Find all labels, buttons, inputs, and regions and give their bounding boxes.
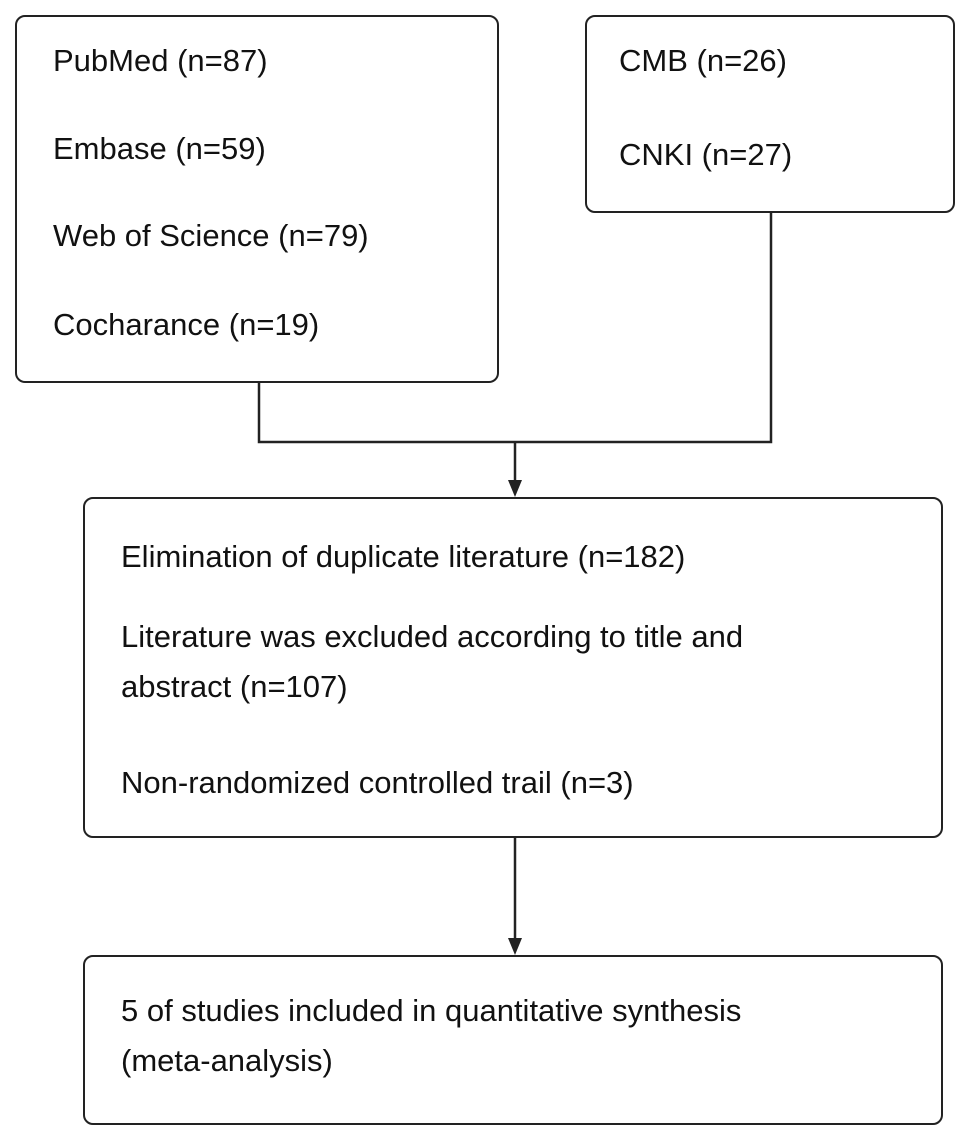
source-web-of-science: Web of Science (n=79) bbox=[53, 218, 369, 253]
connector-chinese-to-merge bbox=[515, 213, 773, 444]
source-embase: Embase (n=59) bbox=[53, 131, 266, 166]
source-pubmed: PubMed (n=87) bbox=[53, 43, 268, 78]
source-cnki: CNKI (n=27) bbox=[619, 137, 793, 172]
exclusion-box: Elimination of duplicate literature (n=1… bbox=[83, 497, 943, 838]
connector-sources-to-merge bbox=[257, 383, 515, 444]
chinese-sources-box: CMB (n=26) CNKI (n=27) bbox=[585, 15, 955, 213]
exclusion-duplicates: Elimination of duplicate literature (n=1… bbox=[121, 539, 686, 574]
arrowhead-down-icon bbox=[508, 938, 522, 955]
arrowhead-down-icon bbox=[508, 480, 522, 497]
result-text: 5 of studies included in quantitative sy… bbox=[121, 993, 742, 1078]
sources-box: PubMed (n=87) Embase (n=59) Web of Scien… bbox=[15, 15, 499, 383]
source-cmb: CMB (n=26) bbox=[619, 43, 787, 78]
exclusion-title-abstract: Literature was excluded according to tit… bbox=[121, 619, 744, 704]
result-box: 5 of studies included in quantitative sy… bbox=[83, 955, 943, 1125]
source-cochrane: Cocharance (n=19) bbox=[53, 307, 320, 342]
exclusion-non-rct: Non-randomized controlled trail (n=3) bbox=[121, 765, 634, 800]
